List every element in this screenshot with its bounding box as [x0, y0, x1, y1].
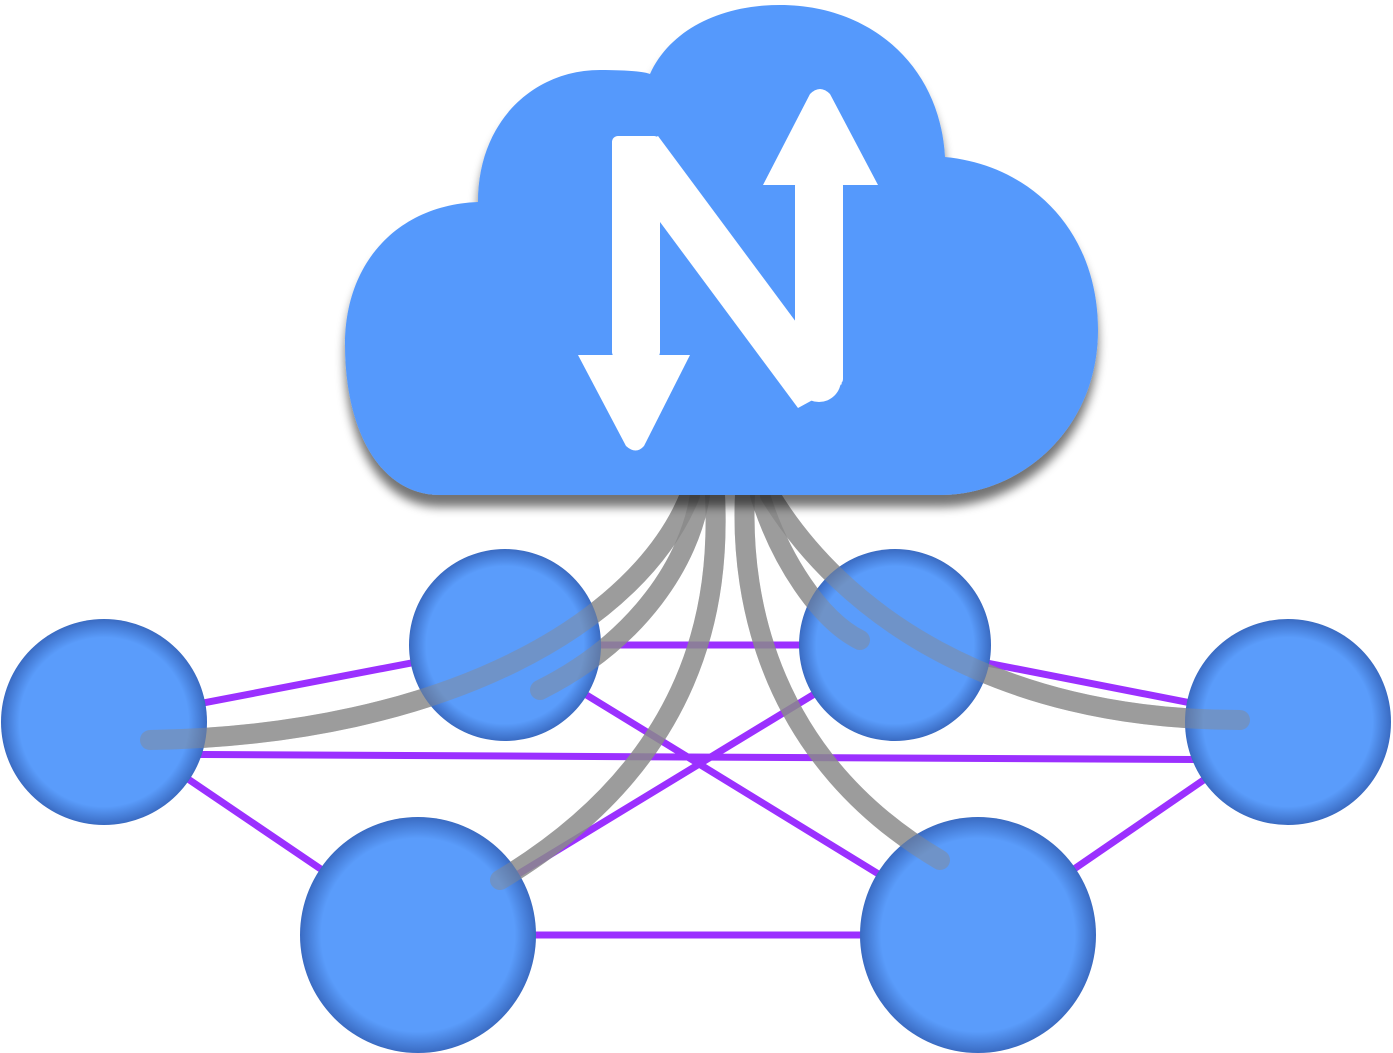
cloud-link-overlay-node-bottom-left: [490, 485, 726, 890]
cloud-links-overlay: [140, 485, 1250, 890]
node-top-left-inner: [409, 549, 601, 741]
cloud-link-node-bottom-right: [734, 485, 950, 870]
cloud-link-overlay-node-right: [760, 485, 1250, 730]
mesh-link-node-left-node-right: [103, 750, 1289, 764]
cloud-link-overlay-node-bottom-right: [734, 485, 950, 870]
node-top-right-inner: [799, 549, 991, 741]
cloud-link-overlay-node-top-right-inner: [750, 485, 870, 650]
cloud-links: [140, 485, 1250, 890]
node-bottom-right: [860, 817, 1096, 1053]
cloud-link-overlay-node-top-left-inner: [530, 485, 710, 700]
node-bottom-left: [300, 817, 536, 1053]
mesh-links: [102, 641, 1290, 939]
n-arrows-icon: [578, 89, 878, 451]
node-right: [1185, 619, 1391, 825]
network-nodes: [1, 549, 1391, 1053]
node-left: [1, 619, 207, 825]
cloud-link-overlay-node-left: [140, 485, 700, 750]
cloud-link-node-bottom-left: [490, 485, 726, 890]
